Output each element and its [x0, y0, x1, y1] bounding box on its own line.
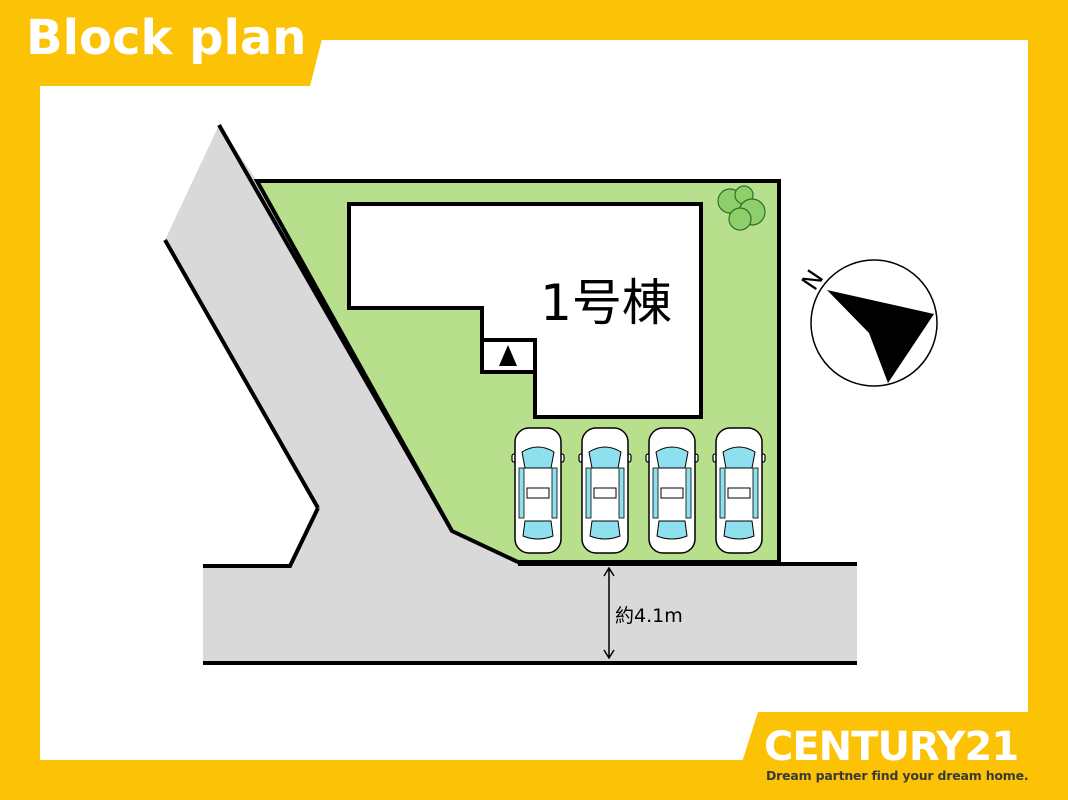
tree-icon	[717, 185, 766, 231]
north-compass-icon: N	[796, 259, 938, 387]
car-icon	[511, 427, 565, 554]
entrance-arrow-icon	[499, 345, 517, 366]
page-title: Block plan	[26, 10, 307, 66]
car-icon	[578, 427, 632, 554]
car-icon	[645, 427, 699, 554]
brand-tab	[730, 712, 1068, 800]
car-icon	[712, 427, 766, 554]
parking-cars	[511, 427, 766, 554]
brand-tagline: Dream partner find your dream home.	[766, 768, 1029, 783]
title-tab	[0, 0, 332, 86]
brand-logo: CENTURY21	[764, 724, 1019, 770]
building-label: 1号棟	[540, 274, 672, 332]
road-width-label: 約4.1m	[615, 605, 683, 627]
road-front	[203, 564, 857, 662]
road-width-dimension: 約4.1m	[603, 566, 683, 660]
